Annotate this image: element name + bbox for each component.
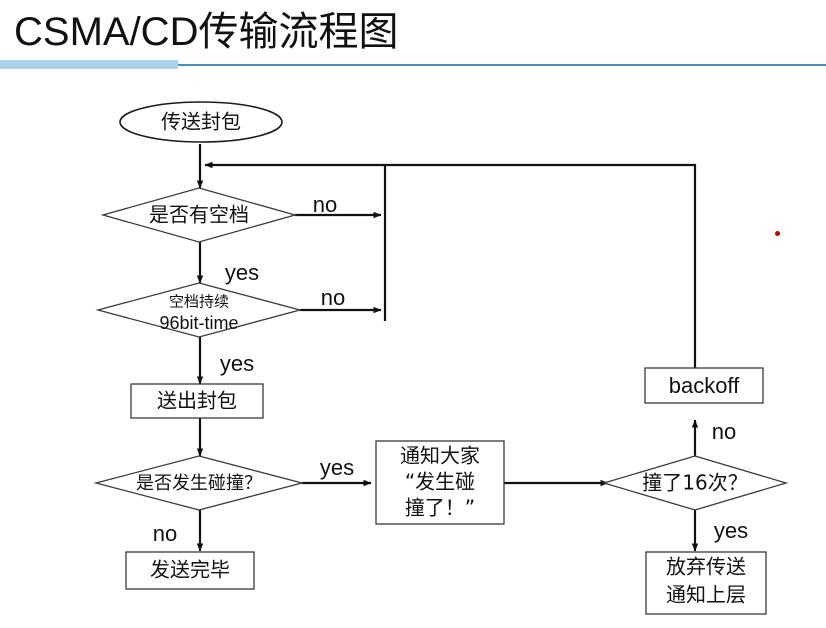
node-send-done[interactable]: 发送完毕 <box>125 551 255 590</box>
title-divider-thin <box>178 64 826 66</box>
node-start-label: 传送封包 <box>161 110 241 134</box>
node-backoff[interactable]: backoff <box>644 367 764 404</box>
node-decision-collision-label: 是否发生碰撞？ <box>136 473 262 494</box>
edge-label-retry-yes: yes <box>714 518 748 543</box>
node-send-done-label: 发送完毕 <box>150 558 230 582</box>
title-divider-thick <box>0 60 178 69</box>
node-backoff-label: backoff <box>669 373 740 398</box>
edge-label-collision-yes: yes <box>320 455 354 480</box>
flowchart-diagram: 传送封包 是否有空档 空档持续 96bit-time 送出封包 是否发生碰撞？ … <box>93 101 789 615</box>
node-decision-96bit-label-line1: 空档持续 <box>169 293 229 311</box>
accent-marker-dot <box>775 231 780 236</box>
title-area: CSMA/CD传输流程图 <box>0 0 826 78</box>
node-decision-96bit[interactable]: 空档持续 96bit-time <box>95 282 303 338</box>
node-decision-retry-limit-label: 撞了16次？ <box>642 471 747 495</box>
node-decision-idle[interactable]: 是否有空档 <box>100 187 298 243</box>
node-start[interactable]: 传送封包 <box>119 101 283 143</box>
edge-backoff-to-trunk <box>204 161 697 383</box>
node-notify-all-label-line3: 撞了！” <box>405 496 475 520</box>
node-notify-all[interactable]: 通知大家 “发生碰 撞了！” <box>375 440 505 525</box>
edge-label-idle-no: no <box>313 192 337 217</box>
node-notify-all-label-line1: 通知大家 <box>400 444 480 468</box>
node-decision-idle-label: 是否有空档 <box>149 203 249 227</box>
edge-label-96bit-no: no <box>321 285 345 310</box>
edge-label-retry-no: no <box>712 419 736 444</box>
edge-label-collision-no: no <box>153 521 177 546</box>
node-abort-label-line2: 通知上层 <box>666 583 746 607</box>
node-send-packet-label: 送出封包 <box>157 389 237 413</box>
node-decision-retry-limit[interactable]: 撞了16次？ <box>601 455 789 511</box>
edge-label-idle-yes: yes <box>225 260 259 285</box>
node-notify-all-label-line2: “发生碰 <box>405 470 475 494</box>
page-title: CSMA/CD传输流程图 <box>14 10 399 54</box>
node-decision-collision[interactable]: 是否发生碰撞？ <box>93 455 305 511</box>
node-abort[interactable]: 放弃传送 通知上层 <box>645 551 767 615</box>
node-decision-96bit-label-line2: 96bit-time <box>159 313 238 333</box>
edge-label-96bit-yes: yes <box>220 351 254 376</box>
node-abort-label-line1: 放弃传送 <box>666 555 746 579</box>
node-send-packet[interactable]: 送出封包 <box>130 383 264 419</box>
